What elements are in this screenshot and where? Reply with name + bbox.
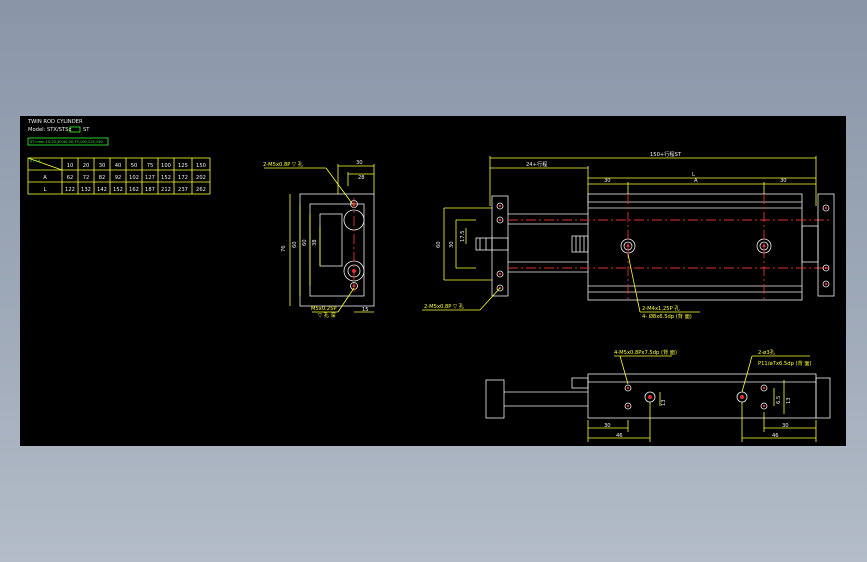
table-cell: 187 bbox=[145, 187, 155, 193]
model-suffix: ST bbox=[83, 127, 90, 133]
stroke-note: ST=mm 10,20,30,40,50,75,100,125,150 bbox=[30, 140, 103, 144]
table-header-cell: 100 bbox=[161, 163, 171, 169]
table-cell: 82 bbox=[99, 175, 106, 181]
dim-bottom-30-right: 30 bbox=[782, 423, 789, 429]
table-cell: 202 bbox=[196, 175, 206, 181]
table-cell: 152 bbox=[113, 187, 123, 193]
cad-drawing: TWIN ROD CYLINDER Model: STX/STSx ST ST=… bbox=[27, 119, 835, 442]
dim-A: A bbox=[694, 178, 698, 184]
table-header-cell: 30 bbox=[99, 163, 106, 169]
dim-total: 150+行程ST bbox=[650, 150, 682, 158]
table-corner-label: ST / A bbox=[30, 159, 41, 163]
table-cell: 172 bbox=[178, 175, 188, 181]
table-cell: 237 bbox=[178, 187, 188, 193]
cad-drawing-canvas[interactable]: TWIN ROD CYLINDER Model: STX/STSx ST ST=… bbox=[20, 116, 846, 446]
table-cell: 142 bbox=[97, 187, 107, 193]
model-label: Model: STX/STSx bbox=[28, 127, 72, 133]
front-callout-bottom-left: 2-M5x0.8P ▽ 孔 bbox=[424, 302, 465, 310]
dim-30-left: 30 bbox=[604, 178, 611, 184]
table-cell: 102 bbox=[129, 175, 139, 181]
dim-38: 38 bbox=[312, 239, 318, 246]
side-callout-bottom: M5x0.25P bbox=[311, 306, 337, 312]
dim-30-right: 30 bbox=[780, 178, 787, 184]
dim-bottom-13: 13 bbox=[661, 399, 667, 406]
dim-bottom-v2: 13 bbox=[786, 397, 792, 404]
bottom-callout-left: 4-M5x0.8Px7.5dp (背 面) bbox=[614, 348, 677, 356]
side-callout-top: 2-M5x0.8P ▽ 孔 bbox=[263, 160, 304, 168]
table-header-cell: 20 bbox=[83, 163, 90, 169]
stroke-note-box bbox=[27, 137, 109, 146]
side-view: 30 28 2-M5x0.8P ▽ 孔 76 60 60 38 M5x0.25P… bbox=[263, 160, 375, 319]
table-cell: 122 bbox=[65, 187, 75, 193]
dim-60: 60 bbox=[292, 241, 298, 248]
bottom-callout-right: 2-ø3孔 bbox=[758, 348, 776, 356]
table-cell: 162 bbox=[129, 187, 139, 193]
dim-bottom-46-left: 46 bbox=[616, 433, 623, 439]
table-cell: 72 bbox=[83, 175, 90, 181]
table-header-cell: 75 bbox=[147, 163, 154, 169]
dim-30-vertical: 30 bbox=[449, 241, 455, 248]
dim-76: 76 bbox=[281, 245, 287, 252]
table-cell: 62 bbox=[67, 175, 74, 181]
table-cell: 262 bbox=[196, 187, 206, 193]
table-cell: 212 bbox=[161, 187, 171, 193]
table-cell: 92 bbox=[115, 175, 122, 181]
dim-60-front: 60 bbox=[436, 241, 442, 248]
dim-17-5: 17.5 bbox=[460, 230, 466, 242]
dim-15: 15 bbox=[362, 307, 369, 313]
dim-30: 30 bbox=[356, 160, 363, 166]
table-cell: 132 bbox=[81, 187, 91, 193]
table-header-cell: 150 bbox=[196, 163, 206, 169]
table-header-cell: 40 bbox=[115, 163, 122, 169]
table-header-cell: 50 bbox=[131, 163, 138, 169]
dim-28: 28 bbox=[358, 175, 365, 181]
dim-bottom-v1: 6.5 bbox=[776, 396, 782, 404]
dim-L: L bbox=[692, 172, 695, 178]
front-callout-center-sub: 4- Ø8x6.5dp (背 面) bbox=[642, 312, 692, 320]
table-cell: 152 bbox=[161, 175, 171, 181]
stroke-table: ST / A 10 20 30 40 50 75 100 125 150 A 6… bbox=[27, 157, 211, 195]
model-input-box[interactable] bbox=[69, 126, 81, 133]
bottom-callout-right-sub: P11/ø7x6.5dp (背 面) bbox=[758, 359, 812, 367]
bottom-view: 4-M5x0.8Px7.5dp (背 面) 2-ø3孔 P11/ø7x6.5dp… bbox=[485, 348, 831, 442]
side-callout-bottom-sub: ▽ 孔 深 bbox=[318, 311, 336, 319]
table-row-label: A bbox=[43, 175, 47, 181]
front-view: 150+行程ST 24+行程 L 30 A 30 bbox=[422, 150, 835, 320]
table-header-cell: 10 bbox=[67, 163, 74, 169]
dim-60-inner: 60 bbox=[302, 239, 308, 246]
front-callout-center: 2-M4x1.25P 孔 bbox=[642, 304, 680, 312]
table-cell: 127 bbox=[145, 175, 155, 181]
table-row-label: L bbox=[44, 187, 47, 193]
drawing-title: TWIN ROD CYLINDER bbox=[27, 119, 83, 125]
dim-bottom-30-left: 30 bbox=[604, 423, 611, 429]
dim-bottom-46-right: 46 bbox=[772, 433, 779, 439]
dim-24: 24+行程 bbox=[526, 160, 547, 168]
table-header-cell: 125 bbox=[178, 163, 188, 169]
